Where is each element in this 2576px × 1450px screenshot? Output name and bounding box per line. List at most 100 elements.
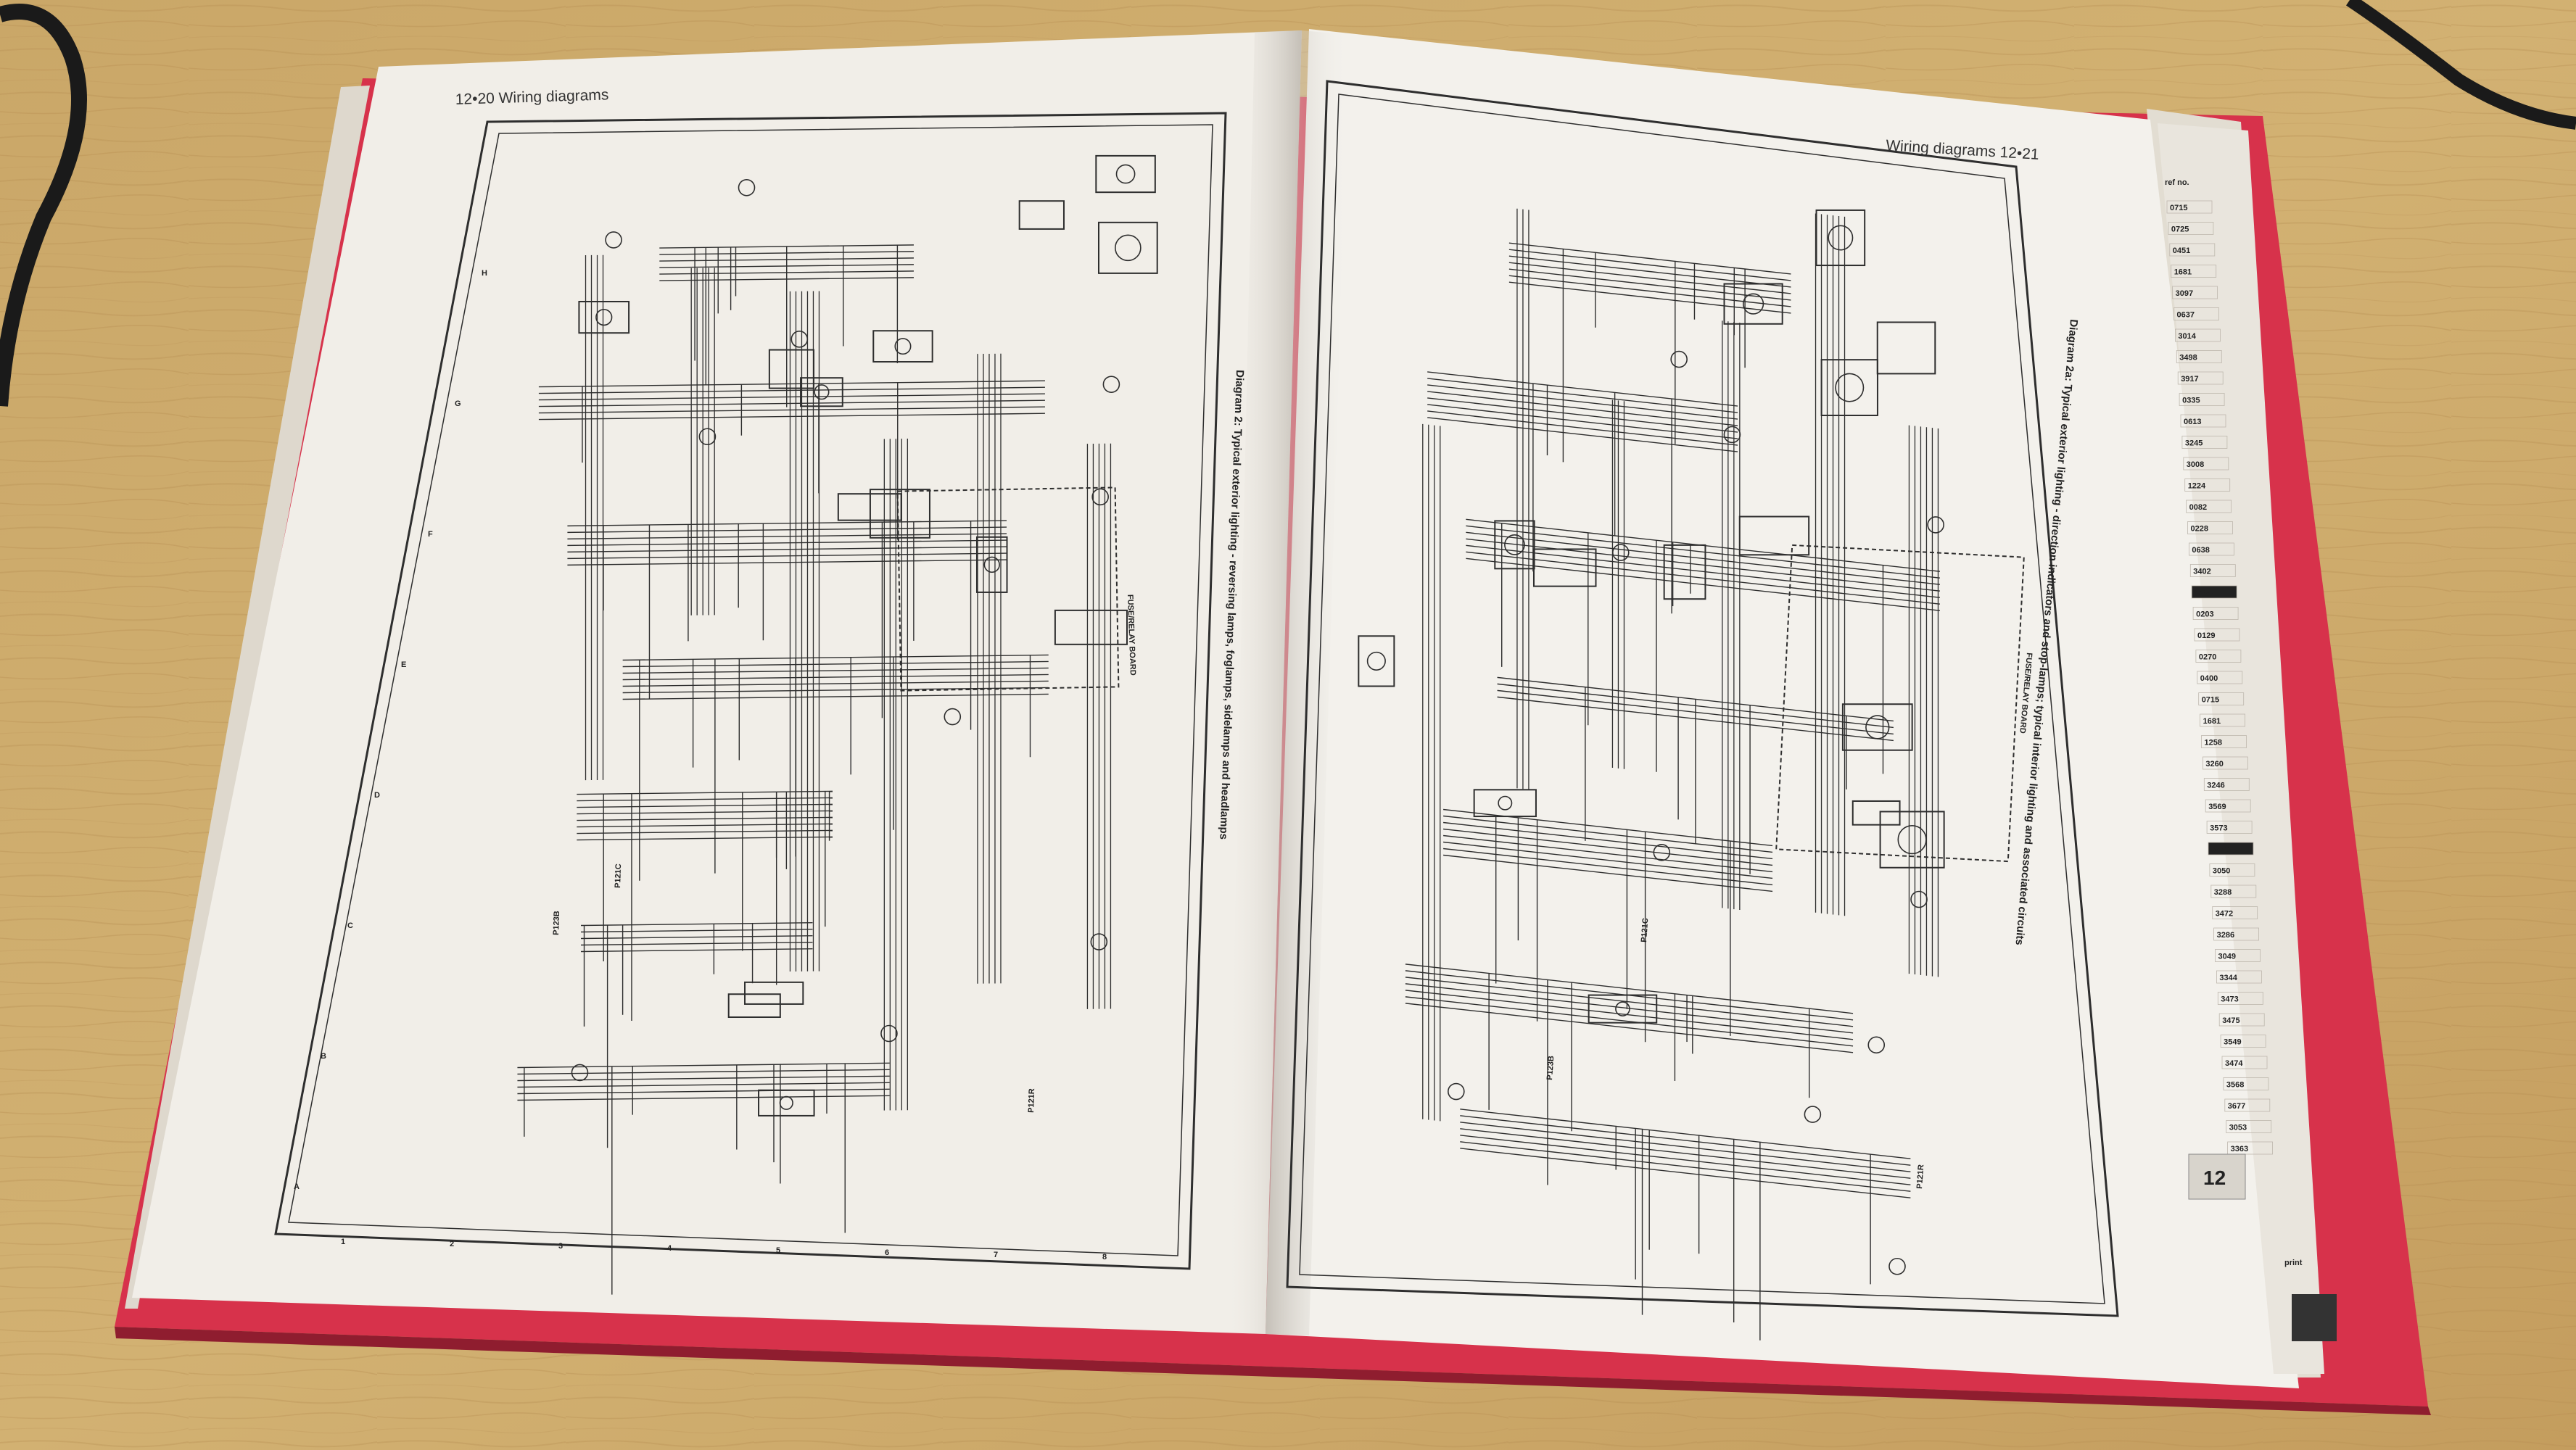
chapter-tab	[2188, 1153, 2246, 1200]
chapter-tab-number: 12	[2203, 1167, 2226, 1189]
left-wiring-schematic	[517, 154, 1158, 1295]
thumb-index-cell	[2221, 1056, 2268, 1069]
gutter-shadow-left	[1226, 30, 1302, 1334]
grid-number: 3	[558, 1242, 563, 1251]
thumb-index-codes: 0715072504511681309706373014349839170335…	[2166, 200, 2274, 1155]
thumb-index-cell	[2171, 265, 2217, 278]
thumb-index-cell	[2174, 307, 2219, 320]
thumb-index-cell	[2183, 457, 2229, 471]
thumb-index-code: 3246	[2207, 782, 2224, 790]
thumb-index-cell	[2179, 393, 2225, 406]
thumb-index-cell	[2223, 1077, 2269, 1090]
thumb-index-code: 0637	[2177, 311, 2195, 320]
thumb-index-cell	[2215, 949, 2261, 962]
thumb-index-cell	[2191, 585, 2237, 599]
grid-number: 4	[667, 1244, 672, 1253]
thumb-index-cell	[2224, 1098, 2271, 1112]
thumb-index-code: 0203	[2196, 610, 2213, 619]
thumb-index-cell	[2169, 243, 2216, 257]
thumb-index-cell	[2174, 328, 2221, 342]
thumb-index-cell	[2205, 799, 2251, 813]
thumb-index-code: 1224	[2188, 482, 2206, 491]
thumb-index-code: 0613	[2184, 418, 2201, 426]
left-page	[132, 30, 1302, 1334]
thumb-index-code: 3050	[2213, 867, 2230, 876]
thumb-index-cell	[2192, 607, 2239, 620]
thumb-index-code: 3014	[2178, 332, 2196, 341]
grid-number: 7	[994, 1251, 998, 1259]
right-connector-1: P121C	[1640, 918, 1650, 942]
thumb-index-code: 0084	[2195, 589, 2213, 597]
grid-letter: A	[294, 1182, 300, 1191]
thumb-index-cell	[2184, 478, 2231, 492]
thumb-index-code: 3402	[2193, 568, 2210, 576]
thumb-index-cell	[2168, 222, 2214, 235]
thumb-index-cell	[2180, 414, 2226, 428]
thumb-index-code: 3569	[2208, 803, 2226, 811]
thumb-index-cell	[2216, 970, 2262, 984]
grid-number: 1	[341, 1238, 345, 1246]
grid-letter: D	[374, 791, 380, 800]
grid-letter: H	[482, 269, 487, 278]
thumb-index-cell	[2220, 1035, 2266, 1048]
thumb-index-code: 3049	[2218, 953, 2236, 961]
thumb-index-cell	[2188, 542, 2234, 556]
thumb-index-code: 3053	[2229, 1124, 2247, 1132]
thumb-index-cell	[2226, 1120, 2272, 1133]
thumb-index-heading: ref no.	[2165, 178, 2189, 187]
right-diagram-frame	[1286, 80, 2119, 1317]
thumb-index-code: 0715	[2170, 204, 2187, 212]
thumb-index-code: 3474	[2225, 1059, 2243, 1068]
grid-number: 6	[885, 1248, 889, 1257]
thumb-index-dark-block	[2192, 586, 2237, 598]
thumb-index-cell	[2198, 692, 2245, 705]
thumb-index-cell	[2181, 436, 2228, 449]
thumb-index-cell	[2172, 286, 2218, 299]
thumb-index-code: 3260	[2205, 760, 2223, 768]
thumb-index-cell	[2166, 200, 2213, 214]
left-connector-3: P121R	[1027, 1088, 1036, 1113]
right-diagram-inner-frame	[1299, 94, 2105, 1304]
thumb-index-code: 3286	[2217, 931, 2234, 940]
black-cable-right	[2346, 0, 2576, 130]
thumb-index-code: 0715	[2202, 696, 2219, 705]
left-connector-2: P121C	[614, 863, 623, 888]
thumb-index-cell	[2176, 350, 2222, 363]
thumb-index-code: 0335	[2182, 397, 2200, 405]
thumb-index-cell	[2208, 842, 2254, 856]
left-page-stack	[125, 86, 370, 1309]
thumb-index-cell	[2186, 500, 2232, 513]
thumb-index-code: 1258	[2205, 739, 2222, 747]
thumb-index-cell	[2217, 992, 2263, 1005]
thumb-index-code: 3475	[2222, 1016, 2239, 1025]
thumb-index-code: 3008	[2187, 460, 2204, 469]
right-fuse-relay-board	[1775, 544, 2025, 863]
thumb-index-cell	[2206, 821, 2253, 834]
thumb-index-code: 0129	[2197, 631, 2215, 640]
thumb-index-code: 3288	[2214, 888, 2232, 897]
right-connector-3: P121R	[1915, 1164, 1925, 1189]
thumb-index-code: 3573	[2210, 824, 2227, 833]
thumb-index-cell	[2227, 1141, 2274, 1155]
grid-letter: G	[455, 399, 461, 408]
thumb-index-cell	[2203, 778, 2250, 791]
thumb-index-code: 3568	[2226, 1081, 2244, 1090]
grid-letter: E	[401, 660, 406, 669]
left-diagram-inner-frame	[288, 124, 1213, 1256]
left-diagram-frame	[274, 112, 1227, 1270]
black-cable-left	[0, 4, 87, 407]
grid-letter: F	[428, 530, 433, 539]
thumb-index-code: 3245	[2185, 439, 2203, 448]
thumb-index-code: 3498	[2179, 354, 2197, 362]
thumb-index-code: 0725	[2171, 225, 2189, 234]
thumb-index-cell	[2200, 713, 2246, 727]
thumb-index-footer-block	[2292, 1294, 2337, 1341]
thumb-index-code: 0270	[2199, 653, 2216, 662]
thumb-index-cell	[2210, 884, 2257, 898]
thumb-index-cell	[2201, 735, 2247, 748]
cover-shadow	[115, 1327, 2431, 1415]
left-fuse-relay-board	[896, 486, 1120, 692]
grid-number: 2	[450, 1240, 454, 1248]
thumb-index-code: 1681	[2203, 717, 2221, 726]
grid-number: 5	[776, 1246, 780, 1255]
